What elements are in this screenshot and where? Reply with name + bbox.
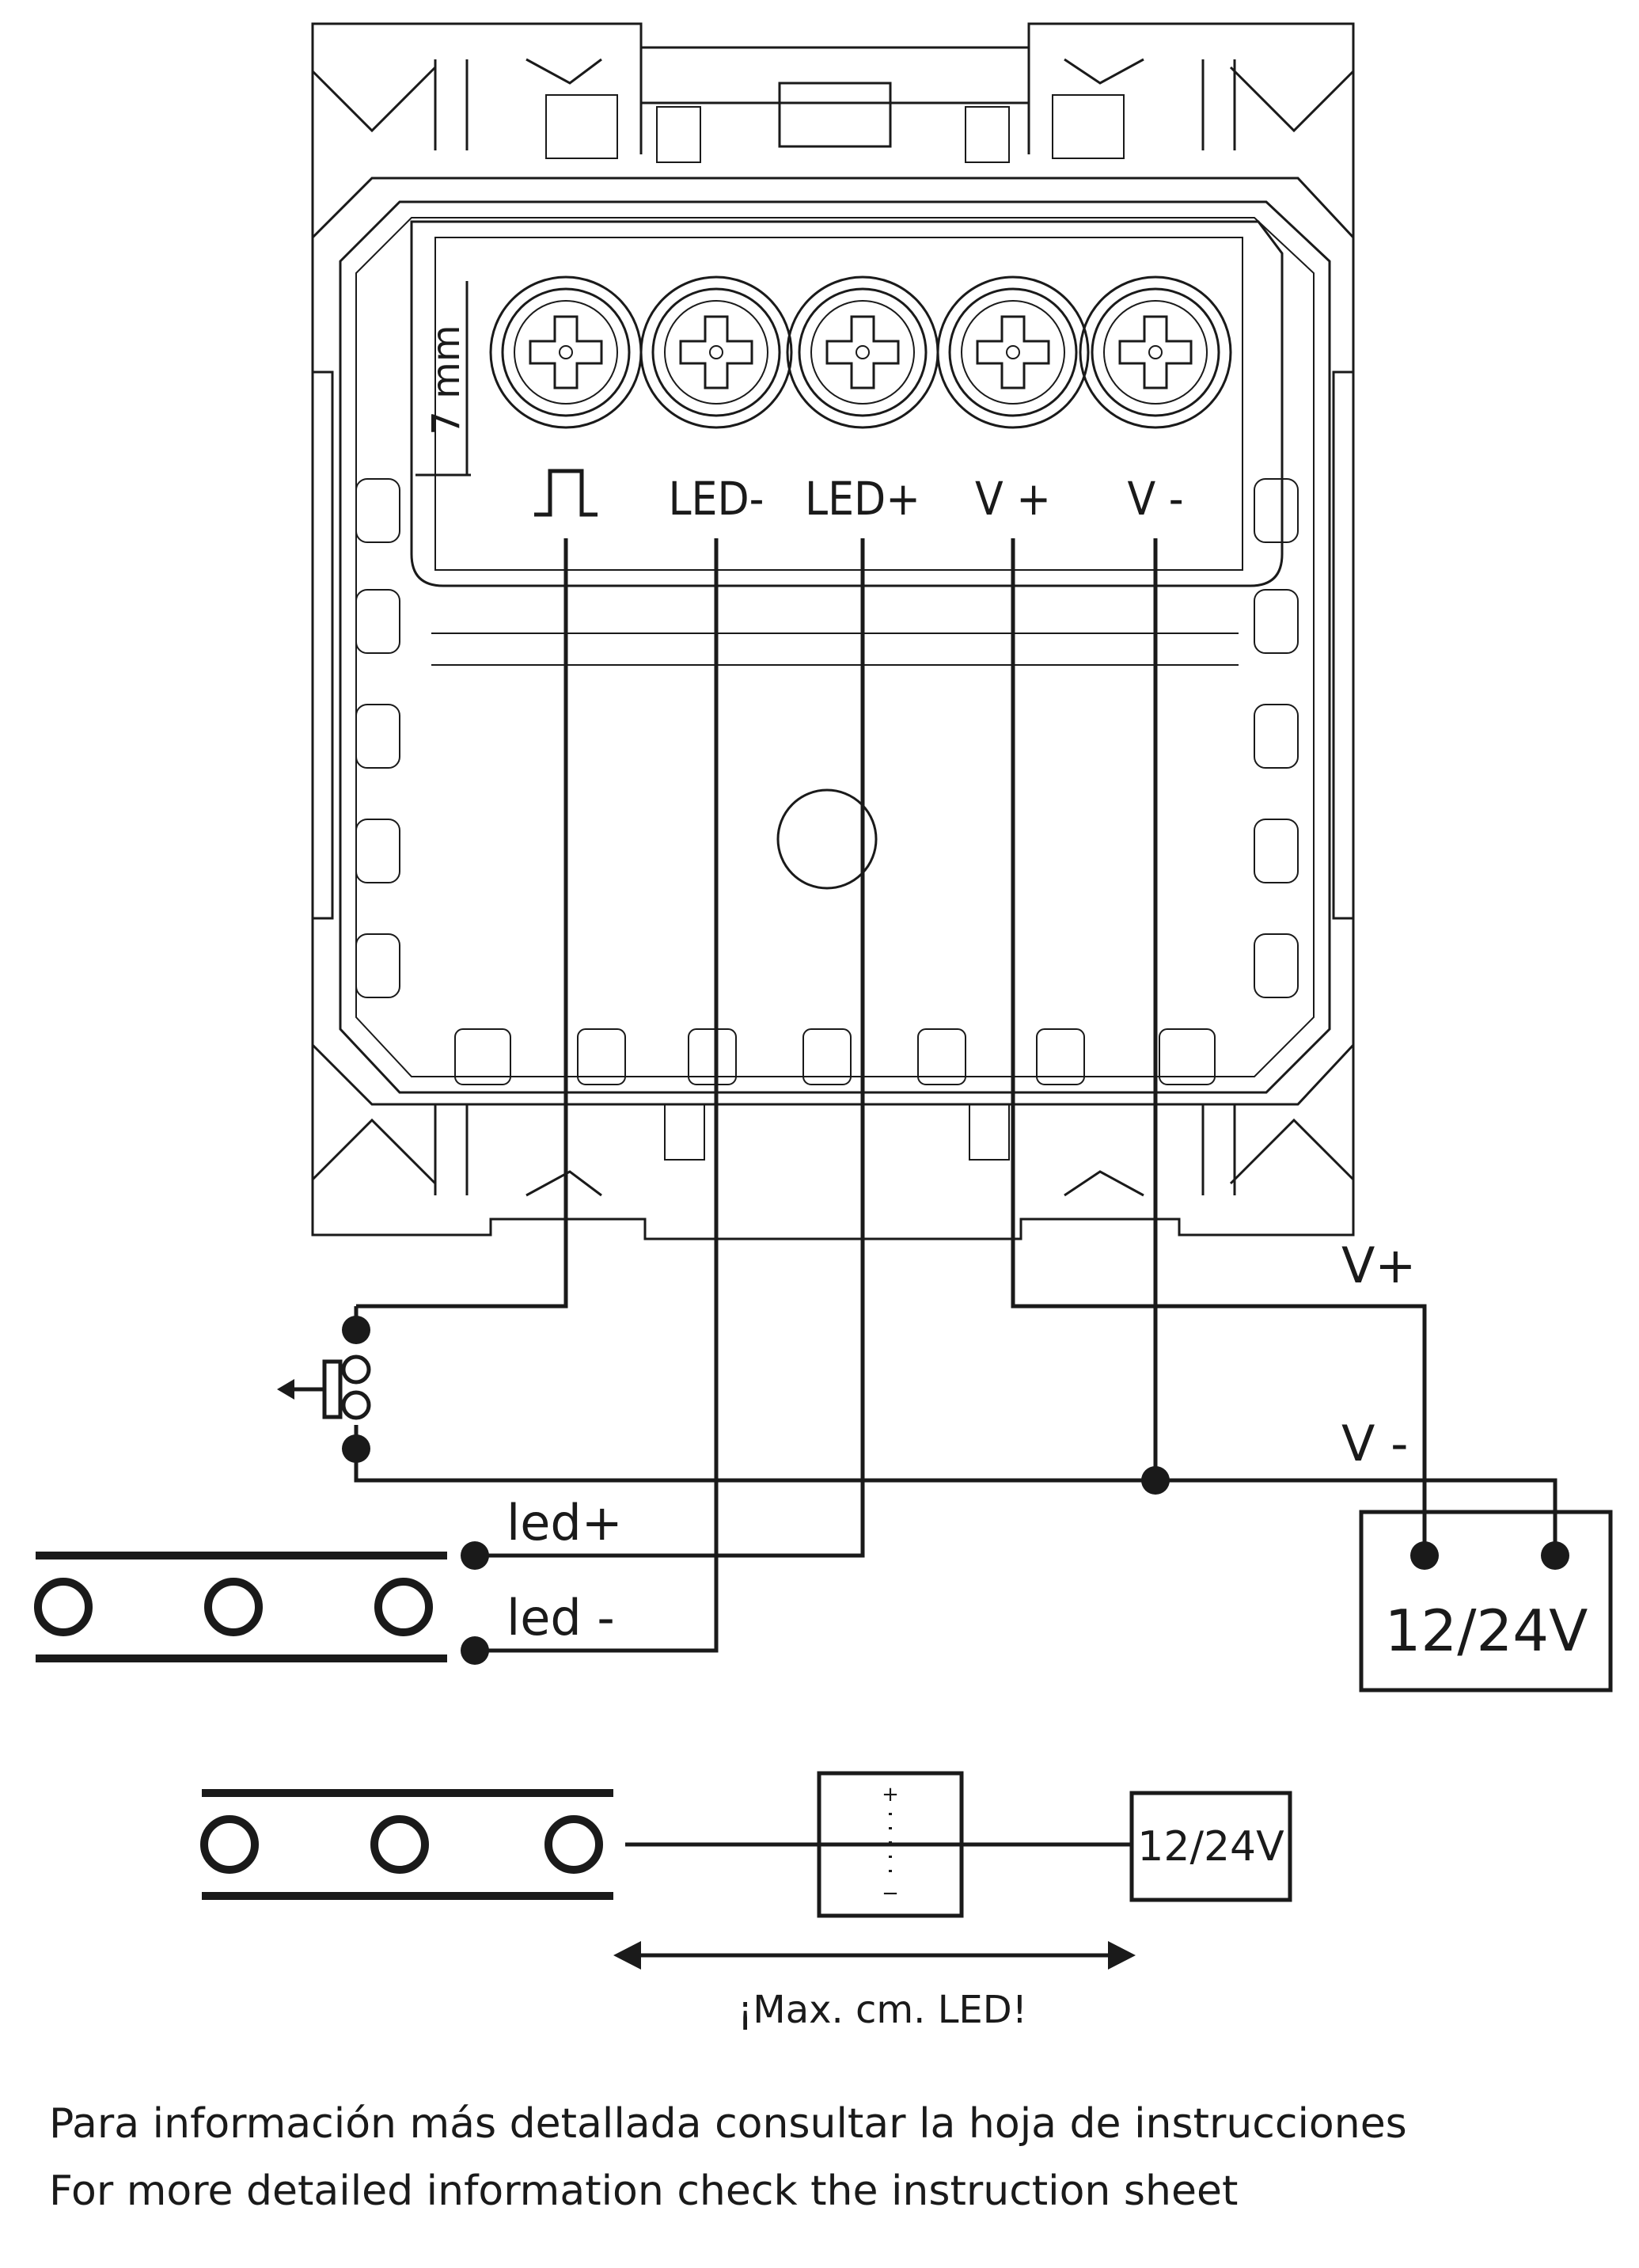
footer: Para información más detallada consultar… [49,2100,1407,2215]
footer-line-en: For more detailed information check the … [49,2167,1238,2215]
terminal-label-led-plus: LED+ [805,472,920,526]
max-length-note: ¡Max. cm. LED! [738,1988,1027,2032]
power-supply-small: 12/24V [1129,1791,1292,1902]
terminal-label-led-minus: LED- [668,472,764,526]
label-v-plus: V+ [1341,1237,1416,1294]
distance-diagram: + − 12/24V ¡Max. cm. LED! [200,1771,1292,2032]
terminal-screws [489,275,1232,429]
terminal-labels: LED- LED+ V + V - [534,469,1184,526]
screw-led-plus-icon [786,275,939,429]
power-supply-label: 12/24V [1385,1597,1588,1664]
wire-v-plus [1011,538,1427,1556]
led-strip [34,1541,489,1665]
pulse-symbol-icon [534,469,598,517]
led-strip-lower [200,1789,613,1900]
terminal-label-v-plus: V + [975,472,1051,526]
minus-sign: − [882,1882,899,1905]
power-supply: 12/24V [1359,1510,1613,1692]
strip-length-label: 7 mm [424,325,469,435]
terminal-label-v-minus: V - [1127,472,1183,526]
screw-led-minus-icon [639,275,793,429]
power-supply-small-label: 12/24V [1137,1823,1284,1871]
label-v-minus: V - [1341,1415,1409,1472]
plus-sign: + [882,1783,899,1806]
dimmer-module: 7 mm LED- LED+ V + V - [311,22,1355,1240]
wire-push [356,538,568,1309]
wire-common-minus [354,1449,1557,1556]
screw-v-minus-icon [1079,275,1232,429]
side-latches [313,370,1353,998]
footer-line-es: Para información más detallada consultar… [49,2100,1407,2148]
screw-push-icon [489,275,643,429]
strip-length-gauge: 7 mm [415,281,471,477]
controller-box: + − [817,1771,964,1918]
screw-v-plus-icon [936,275,1090,429]
label-led-plus: led+ [506,1494,623,1552]
bottom-latches [454,1028,1216,1161]
wiring: V+ V - led+ led - 12/24V [34,538,1613,1692]
wire-led-plus [475,538,865,1558]
label-led-minus: led - [506,1589,615,1647]
distance-arrow-icon [613,1941,1136,1970]
wire-led-minus [475,538,719,1653]
push-button-icon [277,1306,371,1463]
junction-v-minus [1141,1466,1170,1495]
